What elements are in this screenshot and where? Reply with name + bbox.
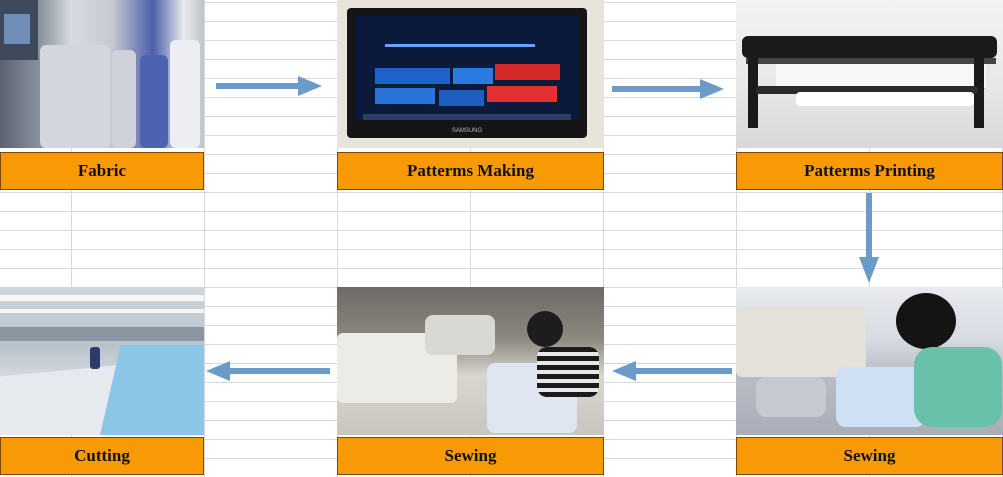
step-sewing-right: Sewing [736,287,1003,477]
patterns-printing-label: Patterms Printing [736,152,1003,190]
monitor-brand: SAMSUNG [451,128,483,134]
sewing-middle-photo [337,287,604,435]
pattern-software-screen [355,16,579,120]
fabric-label: Fabric [0,152,204,190]
step-patterns-printing: Patterms Printing [736,0,1003,192]
sewing-right-photo [736,287,1003,435]
arrow-printing-to-sewing [859,193,879,283]
cutting-label: Cutting [0,437,204,475]
step-patterns-making: SAMSUNG Patterms Making [337,0,604,192]
fabric-photo [0,0,204,148]
sewing-middle-label: Sewing [337,437,604,475]
arrow-sewing-to-cutting [206,361,330,381]
patterns-printing-photo [736,0,1003,148]
arrow-making-to-printing [612,79,724,99]
arrow-sewing-to-sewing [612,361,732,381]
monitor: SAMSUNG [347,8,587,138]
patterns-making-photo: SAMSUNG [337,0,604,148]
cutting-photo [0,287,204,435]
step-fabric: Fabric [0,0,204,192]
step-cutting: Cutting [0,287,204,477]
arrow-fabric-to-making [216,76,322,96]
patterns-making-label: Patterms Making [337,152,604,190]
sewing-right-label: Sewing [736,437,1003,475]
step-sewing-middle: Sewing [337,287,604,477]
